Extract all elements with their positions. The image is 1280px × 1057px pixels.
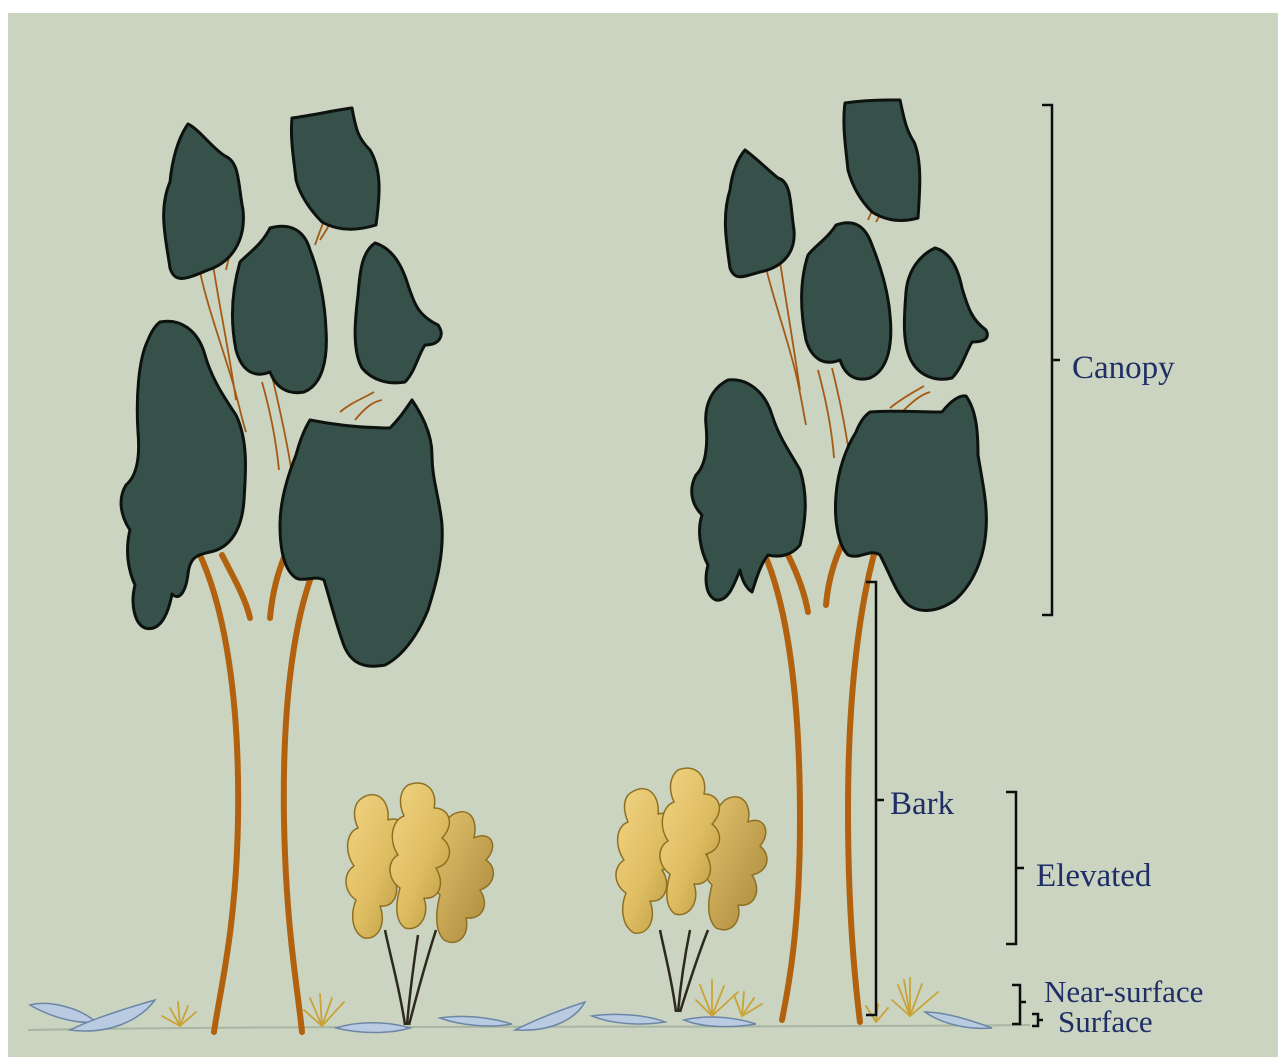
label-surface: Surface: [1058, 1004, 1153, 1039]
label-bark: Bark: [890, 786, 955, 822]
label-elevated: Elevated: [1036, 858, 1152, 894]
label-canopy: Canopy: [1072, 350, 1175, 386]
